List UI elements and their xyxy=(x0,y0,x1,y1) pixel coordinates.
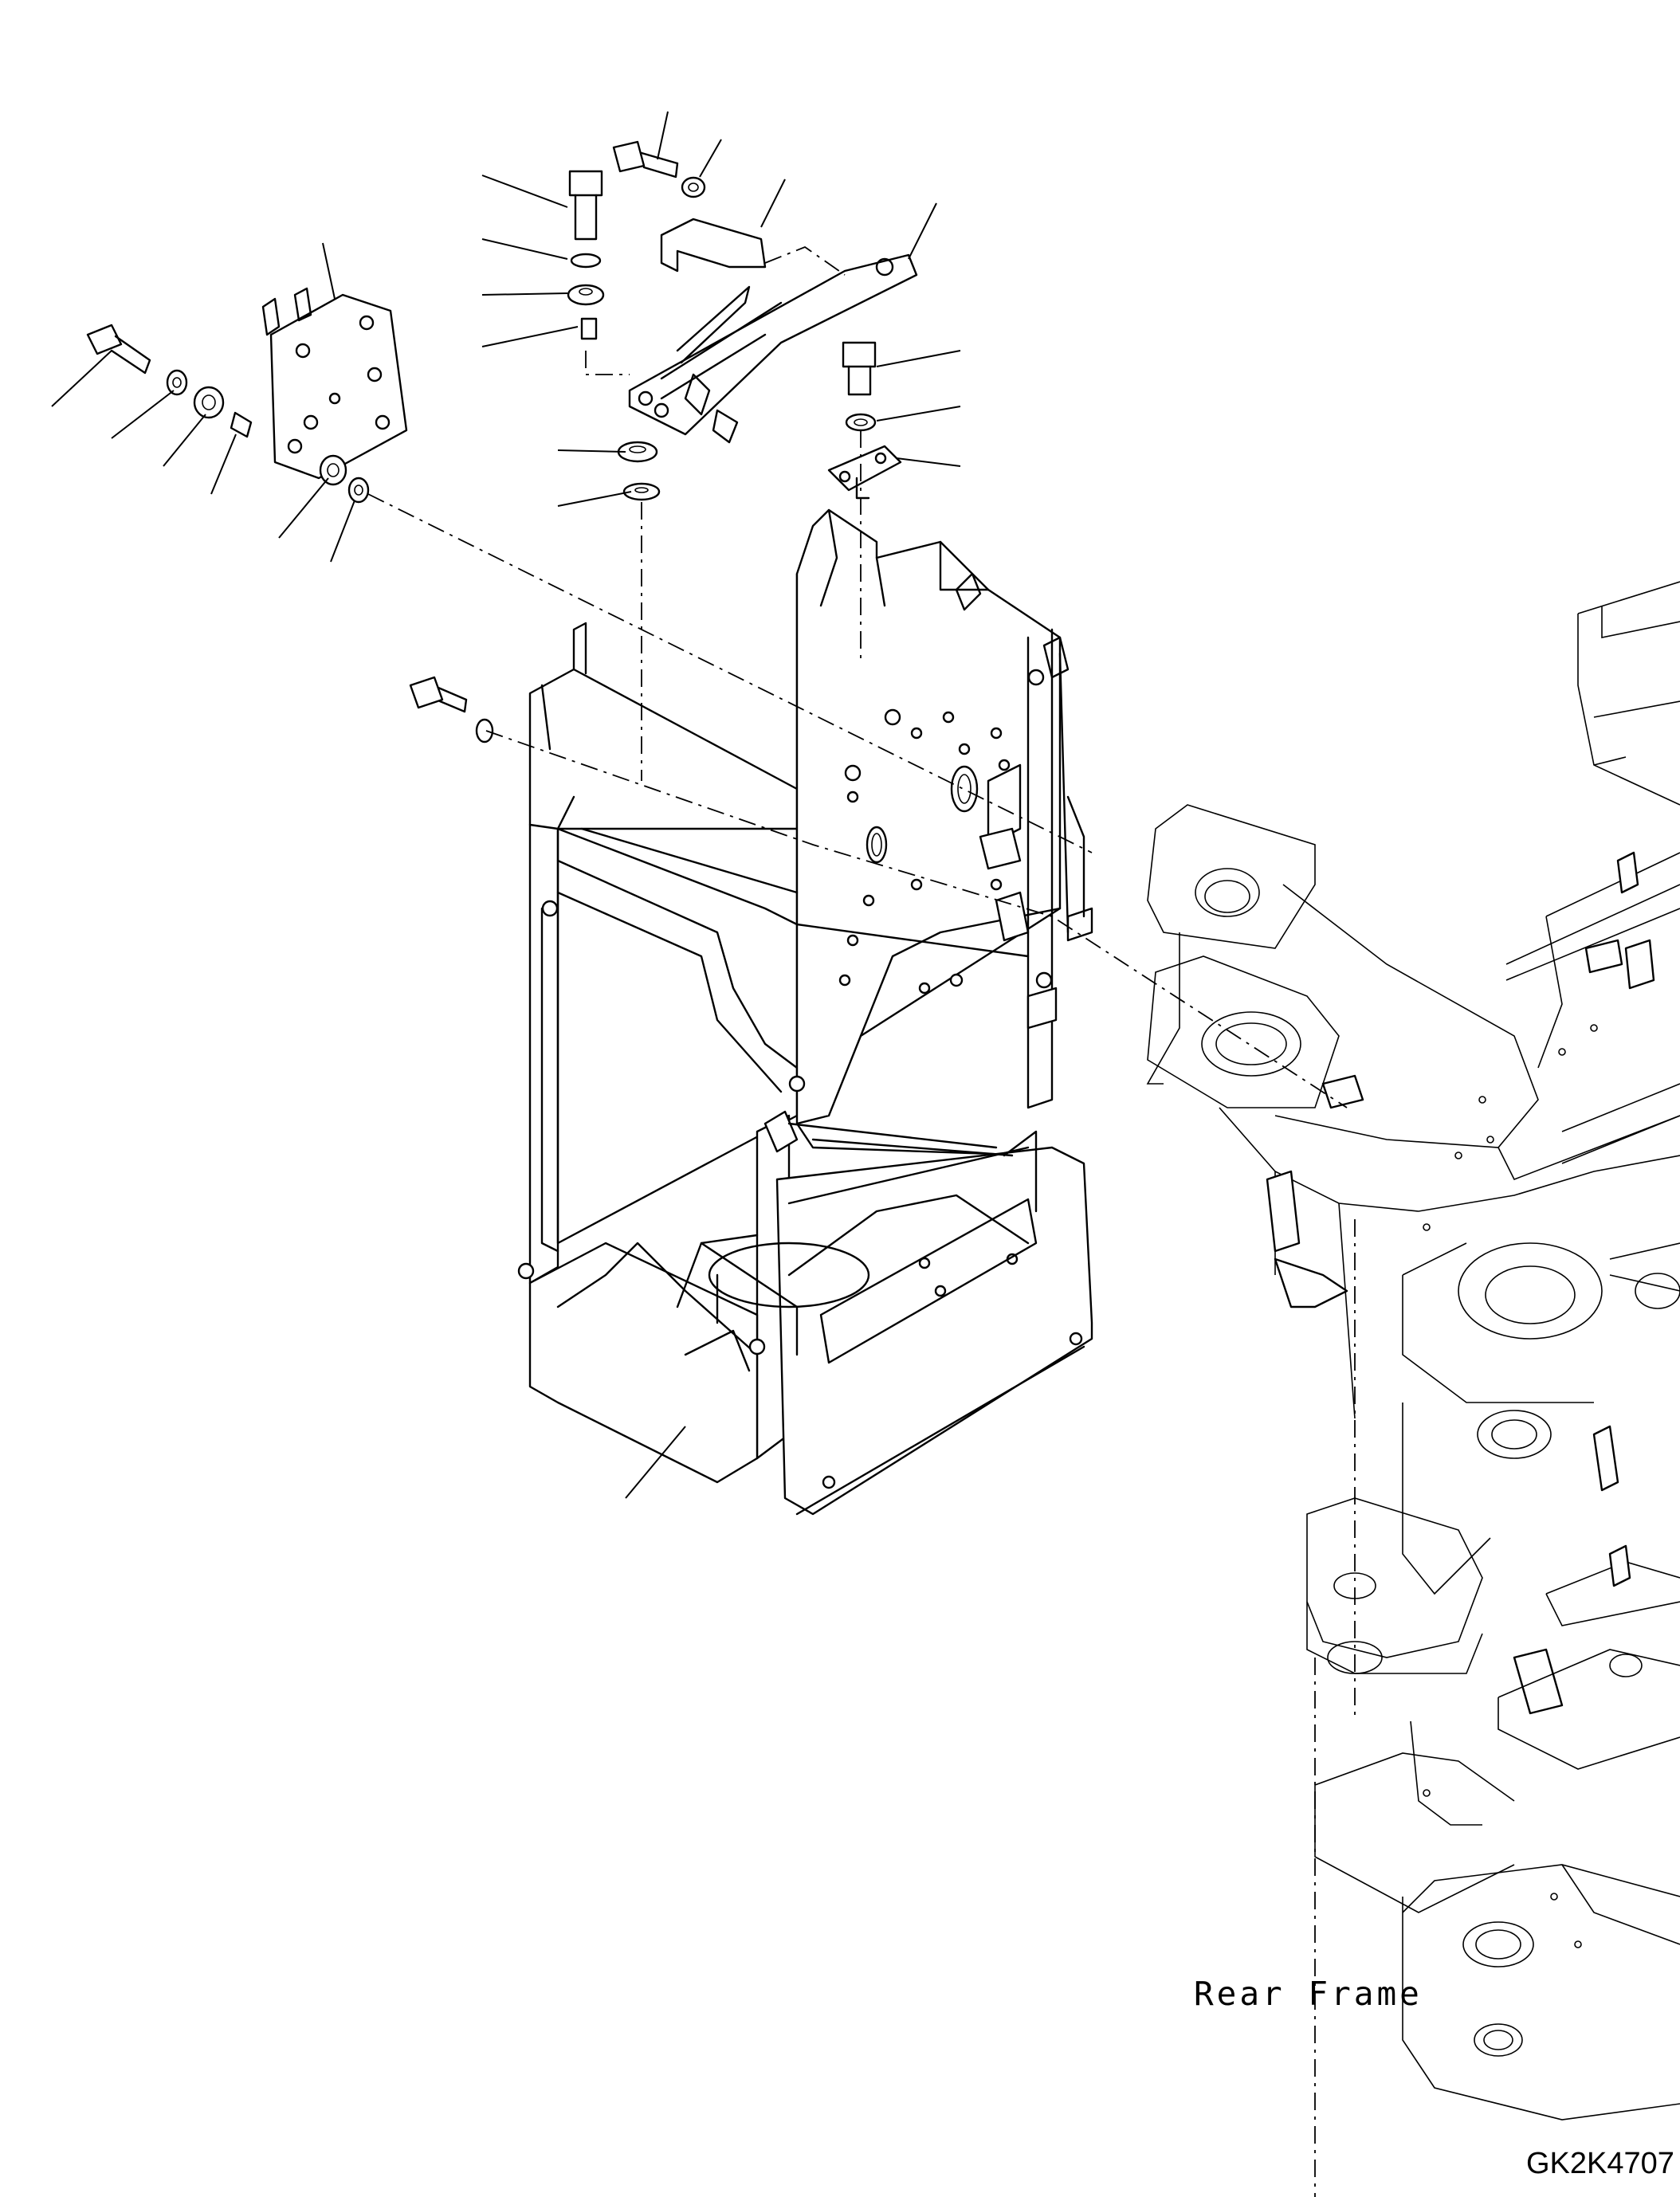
top-bracket-assembly xyxy=(567,140,918,501)
drawing-number: GK2K4707 xyxy=(1526,2147,1674,2180)
rear-frame-label: Rear Frame xyxy=(1194,1975,1423,2013)
bracket-plate-assembly xyxy=(86,287,408,504)
main-frame-stand xyxy=(517,508,1093,1516)
part-leaders xyxy=(51,111,961,1499)
alignment-lines xyxy=(367,245,1356,2197)
side-bolt xyxy=(409,676,494,743)
rear-frame xyxy=(1146,581,1680,2120)
